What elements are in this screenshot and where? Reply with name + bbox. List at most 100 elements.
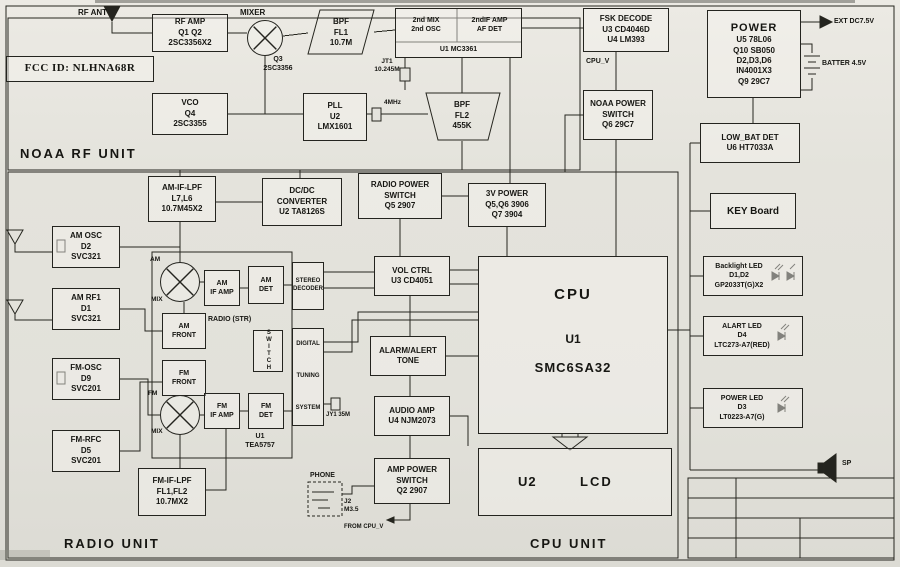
if-amp-block: [395, 8, 522, 58]
xtal-4mhz-label: 4MHz: [384, 99, 401, 106]
am-rf1-block: AM RF1 D1 SVC321: [52, 288, 120, 330]
low-bat-det-block: LOW_BAT DET U6 HT7033A: [700, 123, 800, 163]
fm-osc-block: FM-OSC D9 SVC201: [52, 358, 120, 400]
audio-amp-block: AUDIO AMP U4 NJM2073: [374, 396, 450, 436]
pll-block: PLL U2 LMX1601: [303, 93, 367, 141]
bpf-fl2-shape: [425, 92, 501, 141]
wires: [14, 21, 820, 521]
sp-label: SP: [842, 460, 852, 467]
speaker-icon: [817, 453, 837, 483]
power-led-block: POWER LED D3 LT0223-A7(G): [703, 388, 803, 428]
phone-label: PHONE: [310, 472, 335, 479]
batter-label: BATTER 4.5V: [822, 60, 867, 67]
ext-dc-arrow-icon: [819, 15, 834, 29]
from-cpu-arrow-icon: [385, 516, 395, 524]
bpf-fl1-block: BPF FL1 10.7M: [329, 17, 353, 48]
q3-label: Q3 2SC3356: [263, 56, 293, 72]
am-antenna-icon: [6, 229, 24, 246]
section-radio-label: RADIO UNIT: [64, 536, 160, 551]
jy1-label: JY1 35M: [326, 412, 351, 418]
backlight-led-block: Backlight LED D1,D2 GP2033T(G)X2: [703, 256, 803, 296]
xtal-4mhz-icon: [371, 107, 382, 122]
cpu-part-label: SMC6SA32: [534, 360, 612, 375]
stereo-decoder-block: STEREO DECODER: [292, 262, 324, 310]
am-mix-label: MIX: [151, 296, 163, 303]
lcd-label: LCD: [580, 474, 613, 489]
fm-if-amp-block: FM IF AMP: [204, 393, 240, 429]
j2-label: J2 M3.5: [344, 498, 359, 514]
jt1-crystal-icon: [399, 67, 411, 82]
bpf-fl2-block: BPF FL2 455K: [452, 100, 472, 131]
rf-amp-block: RF AMP Q1 Q2 2SC3356X2: [152, 14, 228, 52]
cpu-lcd-arrow-icon: [551, 436, 589, 451]
alarm-tone-block: ALARM/ALERT TONE: [370, 336, 446, 376]
power-title: POWER: [730, 21, 778, 34]
phone-jack-icon: [307, 481, 343, 517]
am-if-amp-block: AM IF AMP: [204, 270, 240, 306]
lcd-u2-label: U2: [518, 474, 537, 489]
if-amp-block-dividers: [395, 8, 522, 43]
fm-mix-label: MIX: [151, 428, 163, 435]
3v-power-block: 3V POWER Q5,Q6 3906 Q7 3904: [468, 183, 546, 227]
switch-block: SWITCH: [253, 330, 283, 372]
dcdc-converter-block: DC/DC CONVERTER U2 TA8126S: [262, 178, 342, 226]
backlight-led-icon: [771, 263, 796, 281]
fm-if-lpf-block: FM-IF-LPF FL1,FL2 10.7MX2: [138, 468, 206, 516]
am-det-block: AM DET: [248, 266, 284, 304]
ext-dc-label: EXT DC7.5V: [834, 18, 875, 25]
jt1-crystal-label: JT1 10.245M: [374, 58, 400, 74]
amp-power-switch-block: AMP POWER SWITCH Q2 2907: [374, 458, 450, 504]
from-cpu-label: FROM CPU_V: [344, 524, 384, 530]
fm-rfc-block: FM-RFC D5 SVC201: [52, 430, 120, 472]
am-mixer-icon: [160, 262, 200, 302]
lcd-block: [478, 448, 672, 516]
power-parts: U5 78L06 Q10 SB050 D2,D3,D6 IN4001X3 Q9 …: [733, 35, 775, 86]
digital-tuning-word: DIGITAL: [296, 341, 320, 348]
key-board-block: KEY Board: [710, 193, 796, 229]
power-led-icon: [777, 395, 790, 413]
mixer-label: MIXER: [240, 8, 266, 17]
am-osc-block: AM OSC D2 SVC321: [52, 226, 120, 268]
alart-led-block: ALART LED D4 LTC273-A7(RED): [703, 316, 803, 356]
fm-mixer-icon: [160, 395, 200, 435]
cpu-block: [478, 256, 668, 434]
section-cpu-label: CPU UNIT: [530, 536, 608, 551]
digital-tuning-word: SYSTEM: [295, 405, 321, 412]
vol-ctrl-block: VOL CTRL U3 CD4051: [374, 256, 450, 296]
am-if-lpf-block: AM-IF-LPF L7,L6 10.7M45X2: [148, 176, 216, 222]
jy1-crystal-icon: [330, 397, 341, 411]
fsk-decode-block: FSK DECODE U3 CD4046D U4 LM393: [583, 8, 669, 52]
battery-icon: [804, 55, 820, 75]
mc3361-label: U1 MC3361: [439, 45, 478, 53]
second-mix-label: 2nd MIX 2nd OSC: [411, 16, 441, 33]
radio-str-label: RADIO (STR): [208, 316, 252, 323]
radio-power-switch-block: RADIO POWER SWITCH Q5 2907: [358, 173, 442, 219]
rf-antenna-icon: [103, 5, 121, 23]
title-block-table: [687, 477, 895, 559]
bpf-fl1-shape: [307, 9, 375, 55]
vco-block: VCO Q4 2SC3355: [152, 93, 228, 135]
mixer-icon: [247, 20, 283, 56]
rf-ant-label: RF ANT: [78, 8, 108, 17]
section-noaa-label: NOAA RF UNIT: [20, 146, 137, 161]
tea5757-label: U1 TEA5757: [245, 433, 275, 449]
digital-tuning-block: DIGITAL TUNING SYSTEM: [292, 328, 324, 426]
digital-tuning-word: TUNING: [296, 373, 320, 380]
alart-led-icon: [777, 323, 790, 341]
fcc-id-label: FCC ID: NLHNA68R: [6, 56, 154, 82]
fm-det-block: FM DET: [248, 393, 284, 429]
power-block: POWER U5 78L06 Q10 SB050 D2,D3,D6 IN4001…: [707, 10, 801, 98]
second-if-amp-label: 2ndIF AMP AF DET: [471, 16, 508, 33]
noaa-power-switch-block: NOAA POWER SWITCH Q6 29C7: [583, 90, 653, 140]
cpu-title: CPU: [554, 286, 592, 303]
fm-front-block: FM FRONT: [162, 360, 206, 396]
am-front-block: AM FRONT: [162, 313, 206, 349]
am-mix-am-label: AM: [150, 256, 161, 263]
fm-antenna-icon: [6, 299, 24, 316]
fm-osc-crystal-icon: [56, 371, 66, 385]
cpu-v-label: CPU_V: [586, 58, 610, 65]
fm-mix-fm-label: FM: [148, 390, 158, 397]
am-osc-crystal-icon: [56, 239, 66, 253]
